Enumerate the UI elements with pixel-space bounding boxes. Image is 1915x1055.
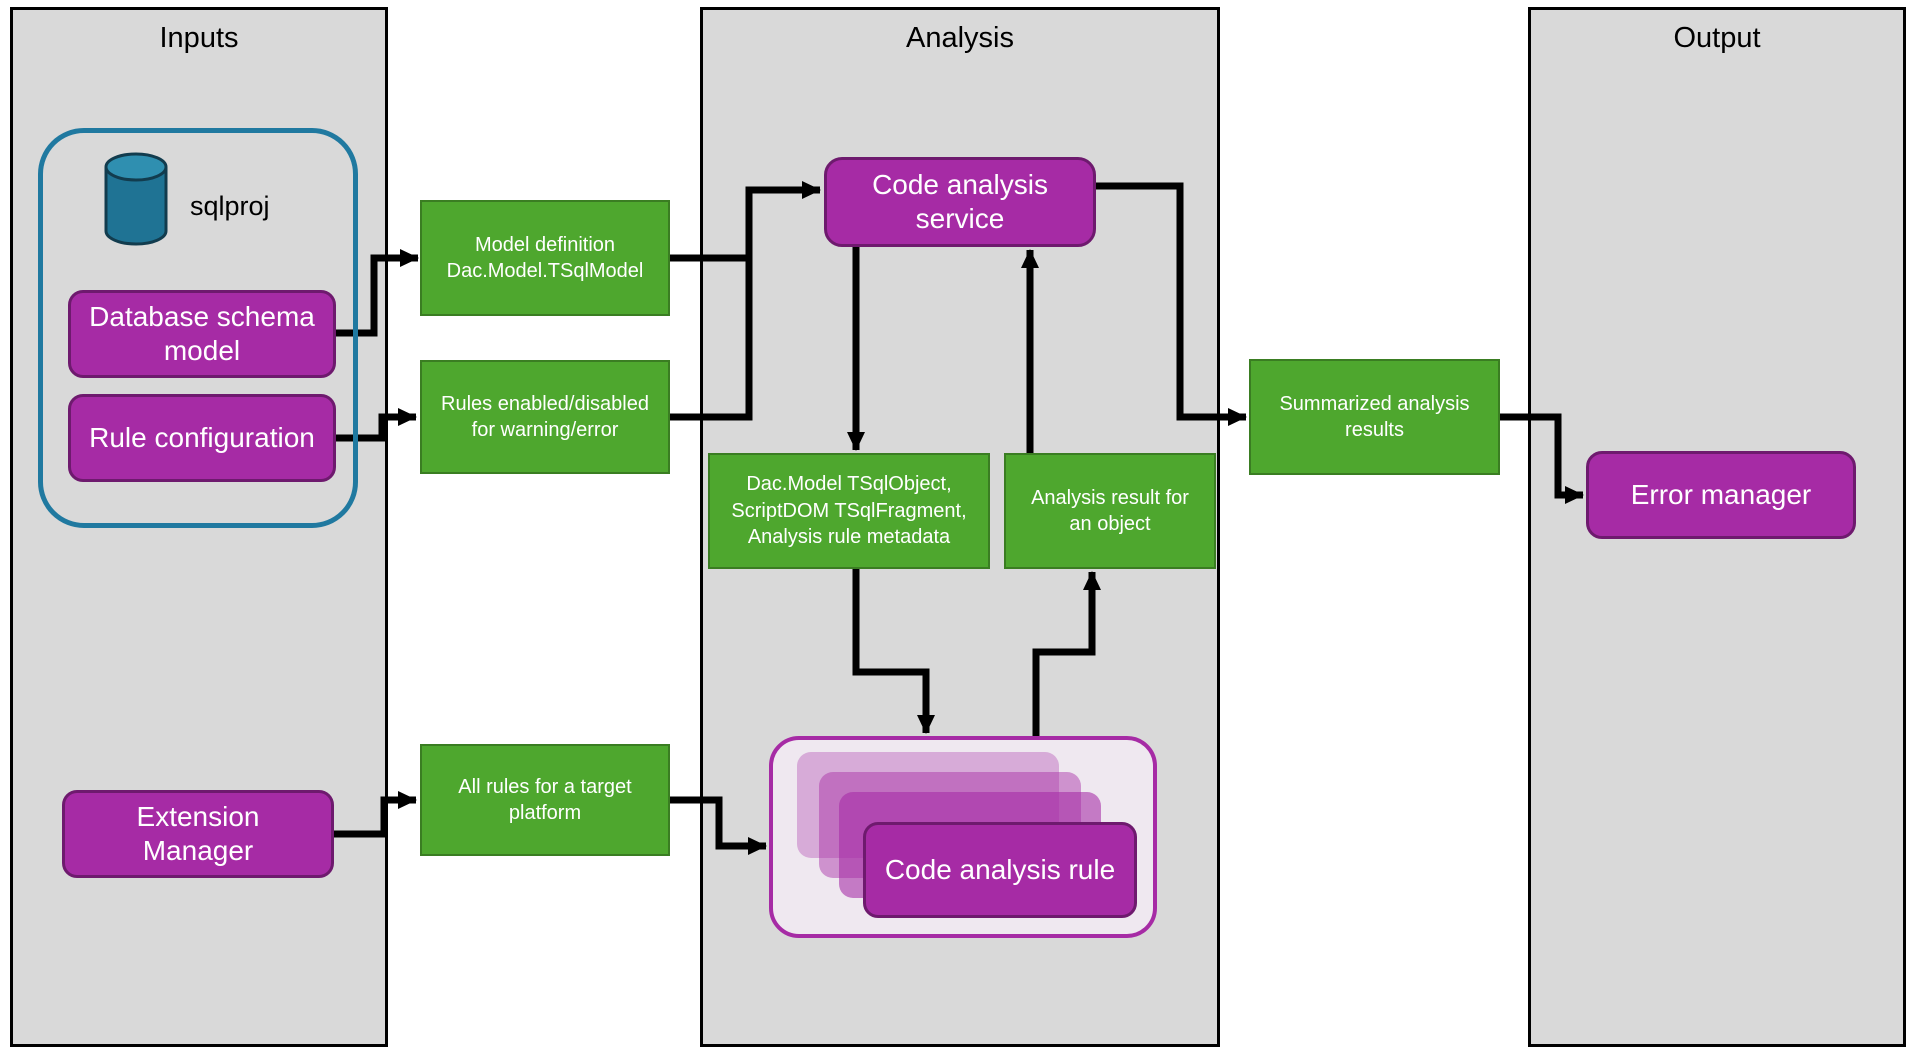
sqlproj-label: sqlproj — [190, 190, 270, 221]
node-dac-model-objects: Dac.Model TSqlObject, ScriptDOM TSqlFrag… — [708, 453, 990, 569]
arrow-rules-enabled-to-service — [670, 181, 821, 421]
arrow-rule-container-to-analysis-result — [1032, 571, 1101, 736]
arrow-summarized-to-error-manager — [1500, 413, 1584, 504]
node-extension-manager: Extension Manager — [62, 790, 334, 878]
arrow-extension-manager-to-all-rules — [334, 791, 417, 838]
node-code-analysis-rule: Code analysis rule — [863, 822, 1137, 918]
node-model-definition: Model definition Dac.Model.TSqlModel — [420, 200, 670, 316]
node-analysis-result: Analysis result for an object — [1004, 453, 1216, 569]
sqlproj-group-container — [38, 128, 358, 528]
node-database-schema-model: Database schema model — [68, 290, 336, 378]
node-rules-enabled: Rules enabled/disabled for warning/error — [420, 360, 670, 474]
node-error-manager: Error manager — [1586, 451, 1856, 539]
panel-title-output: Output — [1673, 22, 1761, 54]
arrow-rule-config-to-rules-enabled — [336, 408, 417, 442]
code-analysis-rule-group: Code analysis rule — [769, 736, 1157, 938]
arrow-dac-objects-to-rule-container — [852, 569, 935, 734]
node-rule-configuration: Rule configuration — [68, 394, 336, 482]
database-cylinder-icon — [98, 150, 174, 255]
node-summarized-results: Summarized analysis results — [1249, 359, 1500, 475]
node-all-rules: All rules for a target platform — [420, 744, 670, 856]
panel-title-analysis: Analysis — [906, 22, 1014, 54]
arrow-service-to-summarized — [1096, 182, 1247, 426]
panel-title-inputs: Inputs — [159, 22, 239, 54]
arrow-all-rules-to-rule-container — [670, 796, 767, 855]
node-code-analysis-service: Code analysis service — [824, 157, 1096, 247]
